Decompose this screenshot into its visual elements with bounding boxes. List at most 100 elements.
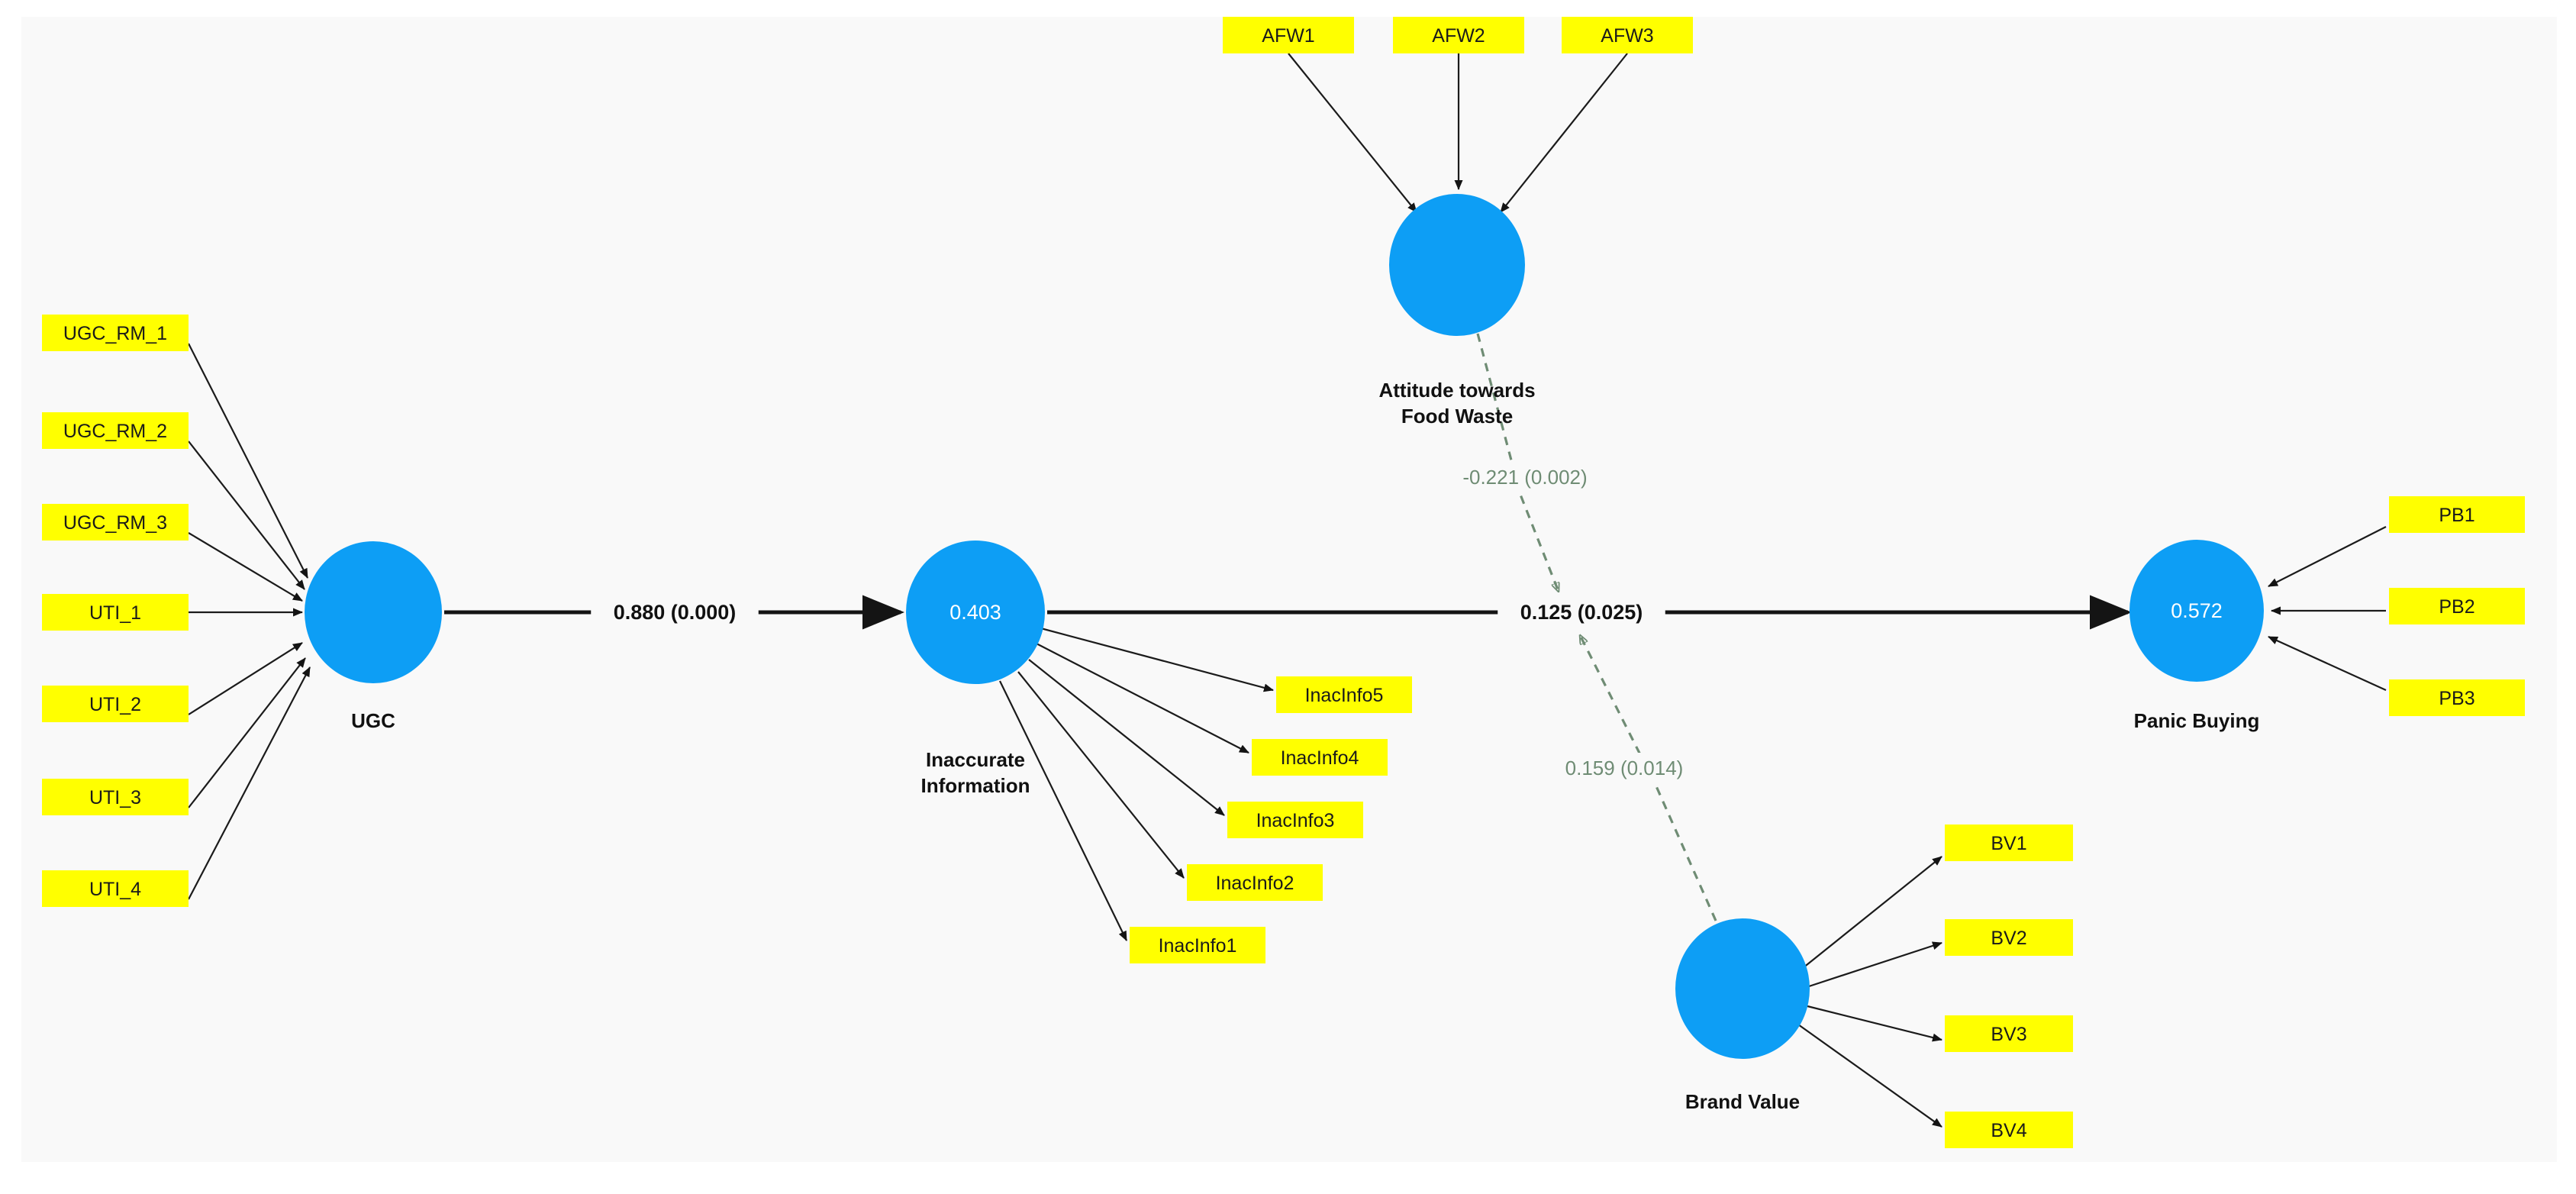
- indicator-box[interactable]: [2389, 588, 2525, 624]
- indicator-uti_3[interactable]: UTI_3: [42, 779, 189, 815]
- construct-name-line: Attitude towards: [1378, 379, 1535, 402]
- moderation-label-backdrop: [1546, 753, 1703, 783]
- construct-ellipse[interactable]: [2129, 540, 2264, 682]
- edge-brandvalue-bv1: [1802, 856, 1942, 969]
- indicator-box[interactable]: [42, 412, 189, 449]
- indicator-label: AFW2: [1432, 25, 1485, 47]
- indicator-box[interactable]: [1252, 739, 1388, 776]
- indicator-box[interactable]: [42, 870, 189, 907]
- indicator-box[interactable]: [1130, 927, 1265, 963]
- indicator-ugc_rm_1[interactable]: UGC_RM_1: [42, 315, 189, 351]
- indicator-box[interactable]: [42, 315, 189, 351]
- indicator-label: UTI_1: [89, 602, 141, 624]
- indicator-box[interactable]: [1227, 802, 1363, 838]
- moderation-edge-afw: [1476, 333, 1559, 592]
- path-coefficient-inacinfo-to-panicbuying[interactable]: 0.125 (0.025): [1498, 596, 1665, 628]
- edge-inacinfo-inacinfo2: [1017, 671, 1185, 879]
- moderation-edge-brandvalue: [1580, 635, 1717, 921]
- edge-ugc_rm_3-ugc: [188, 532, 303, 602]
- indicator-box[interactable]: [42, 686, 189, 722]
- edge-uti_2-ugc: [188, 642, 303, 715]
- indicator-ugc_rm_3[interactable]: UGC_RM_3: [42, 504, 189, 541]
- edge-uti_4-ugc: [188, 666, 311, 900]
- indicator-pb3[interactable]: PB3: [2389, 679, 2525, 716]
- measurement-edges-ugc: [188, 343, 311, 900]
- indicator-bv2[interactable]: BV2: [1945, 919, 2073, 956]
- indicator-box[interactable]: [42, 779, 189, 815]
- moderation-label-backdrop: [1441, 462, 1609, 492]
- construct-name-line: Panic Buying: [2134, 709, 2260, 732]
- indicator-label: BV3: [1991, 1024, 2026, 1045]
- path-coefficient-label: 0.125 (0.025): [1520, 601, 1643, 624]
- indicator-bv4[interactable]: BV4: [1945, 1112, 2073, 1148]
- indicator-inacinfo4[interactable]: InacInfo4: [1252, 739, 1388, 776]
- indicator-label: UGC_RM_2: [63, 421, 167, 442]
- indicator-uti_1[interactable]: UTI_1: [42, 594, 189, 631]
- indicator-uti_2[interactable]: UTI_2: [42, 686, 189, 722]
- indicator-pb2[interactable]: PB2: [2389, 588, 2525, 624]
- measurement-edges-afw: [1288, 53, 1628, 213]
- indicator-inacinfo1[interactable]: InacInfo1: [1130, 927, 1265, 963]
- edge-brandvalue-bv2: [1808, 941, 1942, 988]
- edge-brandvalue-bv4: [1797, 1024, 1942, 1128]
- indicator-afw3[interactable]: AFW3: [1562, 17, 1693, 53]
- moderation-coefficient-label: -0.221 (0.002): [1462, 466, 1587, 489]
- indicator-label: PB2: [2439, 596, 2474, 618]
- construct-ellipse[interactable]: [305, 541, 442, 683]
- indicator-box[interactable]: [1945, 825, 2073, 861]
- moderation-coefficient-label: 0.159 (0.014): [1565, 757, 1684, 779]
- indicator-afw2[interactable]: AFW2: [1393, 17, 1524, 53]
- indicator-bv1[interactable]: BV1: [1945, 825, 2073, 861]
- path-coefficient-label: 0.880 (0.000): [614, 601, 737, 624]
- indicator-label: InacInfo5: [1305, 685, 1384, 706]
- indicator-ugc_rm_2[interactable]: UGC_RM_2: [42, 412, 189, 449]
- indicator-box[interactable]: [1276, 676, 1412, 713]
- indicator-box[interactable]: [1223, 17, 1354, 53]
- indicator-label: UGC_RM_1: [63, 323, 167, 344]
- indicator-label: InacInfo2: [1216, 873, 1294, 894]
- indicator-box[interactable]: [1945, 1015, 2073, 1052]
- construct-name-line: Food Waste: [1401, 405, 1513, 428]
- edge-ugc_rm_2-ugc: [188, 440, 305, 590]
- indicator-box[interactable]: [2389, 496, 2525, 533]
- indicator-pb1[interactable]: PB1: [2389, 496, 2525, 533]
- indicator-box[interactable]: [1393, 17, 1524, 53]
- path-label-backdrop: [591, 596, 759, 628]
- indicator-label: UGC_RM_3: [63, 512, 167, 534]
- indicator-label: AFW1: [1262, 25, 1314, 47]
- indicator-inacinfo5[interactable]: InacInfo5: [1276, 676, 1412, 713]
- edge-afw3-afw: [1500, 53, 1628, 213]
- edge-pb1-panicbuying: [2268, 526, 2387, 587]
- indicator-box[interactable]: [1187, 864, 1323, 901]
- indicator-label: AFW3: [1601, 25, 1653, 47]
- indicator-bv3[interactable]: BV3: [1945, 1015, 2073, 1052]
- indicator-uti_4[interactable]: UTI_4: [42, 870, 189, 907]
- path-coefficient-ugc-to-inacinfo[interactable]: 0.880 (0.000): [591, 596, 759, 628]
- construct-ugc[interactable]: UGC: [305, 541, 442, 732]
- indicator-label: PB1: [2439, 505, 2474, 526]
- construct-ellipse[interactable]: [1389, 194, 1525, 336]
- measurement-edges-panicbuying: [2268, 526, 2387, 692]
- indicator-box[interactable]: [1562, 17, 1693, 53]
- construct-name-line: Brand Value: [1685, 1090, 1800, 1113]
- indicator-box[interactable]: [1945, 919, 2073, 956]
- indicator-inacinfo2[interactable]: InacInfo2: [1187, 864, 1323, 901]
- indicator-box[interactable]: [42, 504, 189, 541]
- indicator-label: BV2: [1991, 928, 2026, 949]
- indicator-inacinfo3[interactable]: InacInfo3: [1227, 802, 1363, 838]
- indicator-box[interactable]: [2389, 679, 2525, 716]
- moderation-coefficient-afw-moderation[interactable]: -0.221 (0.002): [1441, 462, 1609, 492]
- indicator-box[interactable]: [42, 594, 189, 631]
- construct-ellipse[interactable]: [1675, 918, 1810, 1059]
- indicator-afw1[interactable]: AFW1: [1223, 17, 1354, 53]
- edge-inacinfo-inacinfo1: [999, 680, 1127, 941]
- construct-brandvalue[interactable]: Brand Value: [1675, 918, 1810, 1113]
- construct-ellipse[interactable]: [906, 541, 1045, 684]
- path-label-backdrop: [1498, 596, 1665, 628]
- indicator-box[interactable]: [1945, 1112, 2073, 1148]
- moderation-coefficient-brandvalue-moderation[interactable]: 0.159 (0.014): [1546, 753, 1703, 783]
